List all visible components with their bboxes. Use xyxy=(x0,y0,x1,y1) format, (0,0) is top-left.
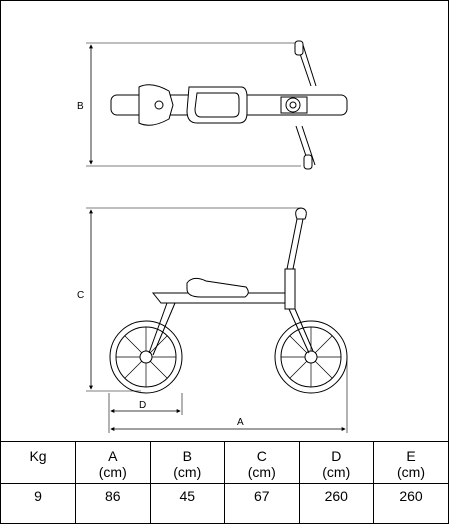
header-label: D xyxy=(331,448,342,464)
header-cell-a: A (cm) xyxy=(75,441,151,484)
value-cell-b: 45 xyxy=(149,483,225,524)
header-label: A xyxy=(108,448,118,464)
spec-table: Kg A (cm) B (cm) C (cm) D (cm) E (cm) xyxy=(1,441,448,524)
header-cell-e: E (cm) xyxy=(373,441,448,484)
header-cell-c: C (cm) xyxy=(224,441,300,484)
header-unit: (cm) xyxy=(98,464,127,480)
header-unit: (cm) xyxy=(397,464,425,480)
value-cell-a: 86 xyxy=(75,483,151,524)
header-unit: (cm) xyxy=(247,464,276,480)
header-cell-b: B (cm) xyxy=(149,441,225,484)
value-cell-kg: 9 xyxy=(1,483,76,524)
bike-technical-drawing: B xyxy=(77,40,348,433)
dim-label-a: A xyxy=(237,417,244,428)
value-cell-d: 260 xyxy=(298,483,374,524)
spec-table-header-row: Kg A (cm) B (cm) C (cm) D (cm) E (cm) xyxy=(1,441,448,484)
value-cell-c: 67 xyxy=(224,483,300,524)
header-label: C xyxy=(256,448,267,464)
header-label: Kg xyxy=(29,448,47,464)
side-view xyxy=(86,207,348,433)
dim-label-c: C xyxy=(77,290,84,301)
spec-table-value-row: 9 86 45 67 260 260 xyxy=(1,483,448,524)
header-unit: (cm) xyxy=(173,464,202,480)
value-cell-e: 260 xyxy=(373,483,448,524)
header-cell-kg: Kg xyxy=(1,441,76,484)
header-cell-d: D (cm) xyxy=(298,441,374,484)
header-label: B xyxy=(182,448,192,464)
header-unit: (cm) xyxy=(322,464,351,480)
header-label: E xyxy=(406,448,416,464)
dim-label-d: D xyxy=(139,400,146,411)
top-view xyxy=(86,40,348,170)
dim-label-b: B xyxy=(77,101,84,112)
